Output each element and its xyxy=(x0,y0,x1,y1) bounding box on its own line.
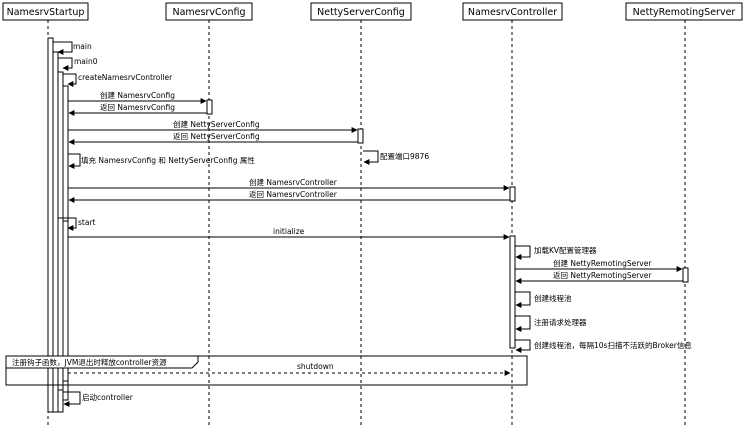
fragment-label: 注册钩子函数，JVM退出时释放controller资源 xyxy=(12,357,167,367)
participant-label: NettyServerConfig xyxy=(317,7,405,18)
label-main: main xyxy=(73,42,92,51)
label-kvconfig: 加载KV配置管理器 xyxy=(534,245,597,255)
label-scan: 创建线程池，每隔10s扫描不活跃的Broker信息 xyxy=(534,340,692,350)
self-message-register xyxy=(515,315,531,332)
label-create-nettyserverconfig: 创建 NettyServerConfig xyxy=(173,119,260,129)
self-message-start xyxy=(58,217,77,231)
participant-label: NamesrvConfig xyxy=(173,7,246,18)
label-create-namesrvcontroller: 创建 NamesrvController xyxy=(249,177,338,187)
label-return-namesrvcontroller: 返回 NamesrvController xyxy=(249,190,338,199)
fragment-frame xyxy=(5,355,528,386)
self-message-fill xyxy=(68,153,81,169)
participant-box-namesrvstartup[interactable] xyxy=(2,2,89,21)
label-shutdown: shutdown xyxy=(297,362,334,371)
participant-box-namesrvconfig[interactable] xyxy=(165,2,253,21)
activation-namesrvconfig xyxy=(206,99,213,115)
activation-bars xyxy=(47,37,689,413)
label-start: start xyxy=(78,218,96,227)
activation-startup-controller xyxy=(57,389,64,413)
participant-label: NamesrvStartup xyxy=(7,7,85,18)
self-message-kvconfig xyxy=(515,245,531,260)
shutdown-hook-fragment: 注册钩子函数，JVM退出时释放controller资源 xyxy=(5,355,528,386)
participant-box-nettyserverconfig[interactable] xyxy=(310,2,412,21)
self-message-main xyxy=(53,41,73,55)
label-initialize: initialize xyxy=(273,227,305,236)
activation-nettyserverconfig xyxy=(357,128,364,144)
self-message-create xyxy=(63,73,77,87)
label-create-controller: createNamesrvController xyxy=(78,73,173,82)
label-register: 注册请求处理器 xyxy=(534,317,587,327)
participant-box-namesrvcontroller[interactable] xyxy=(462,2,563,21)
activation-namesrvcontroller-init xyxy=(509,235,516,349)
label-port: 配置端口9876 xyxy=(380,151,429,161)
label-create-namesrvconfig: 创建 NamesrvConfig xyxy=(100,90,175,100)
self-message-main0 xyxy=(58,57,73,71)
self-message-threadpool xyxy=(515,291,531,308)
participant-label: NettyRemotingServer xyxy=(633,7,736,18)
self-message-scan xyxy=(515,339,531,353)
participant-headers: NamesrvStartup NamesrvConfig NettyServer… xyxy=(2,2,743,21)
label-threadpool: 创建线程池 xyxy=(534,293,572,303)
message-labels: main main0 createNamesrvController 创建 Na… xyxy=(73,42,692,402)
label-create-nettyremotingserver: 创建 NettyRemotingServer xyxy=(553,258,652,268)
self-message-startcontroller xyxy=(63,391,81,407)
self-message-port xyxy=(363,150,379,165)
label-return-nettyremotingserver: 返回 NettyRemotingServer xyxy=(553,271,652,280)
fragment-label-tab xyxy=(5,355,199,369)
label-main0: main0 xyxy=(74,57,98,66)
participant-box-nettyremotingserver[interactable] xyxy=(625,2,743,21)
activation-startup-start xyxy=(62,220,69,382)
label-return-nettyserverconfig: 返回 NettyServerConfig xyxy=(173,132,260,141)
label-fill: 填充 NamesrvConfig 和 NettyServerConfig 属性 xyxy=(81,155,255,165)
messages xyxy=(53,41,683,407)
participant-label: NamesrvController xyxy=(468,7,557,18)
activation-namesrvcontroller-create xyxy=(509,186,516,202)
label-startcontroller: 启动controller xyxy=(82,392,134,402)
label-return-namesrvconfig: 返回 NamesrvConfig xyxy=(100,103,175,112)
activation-nettyremotingserver xyxy=(682,267,689,283)
